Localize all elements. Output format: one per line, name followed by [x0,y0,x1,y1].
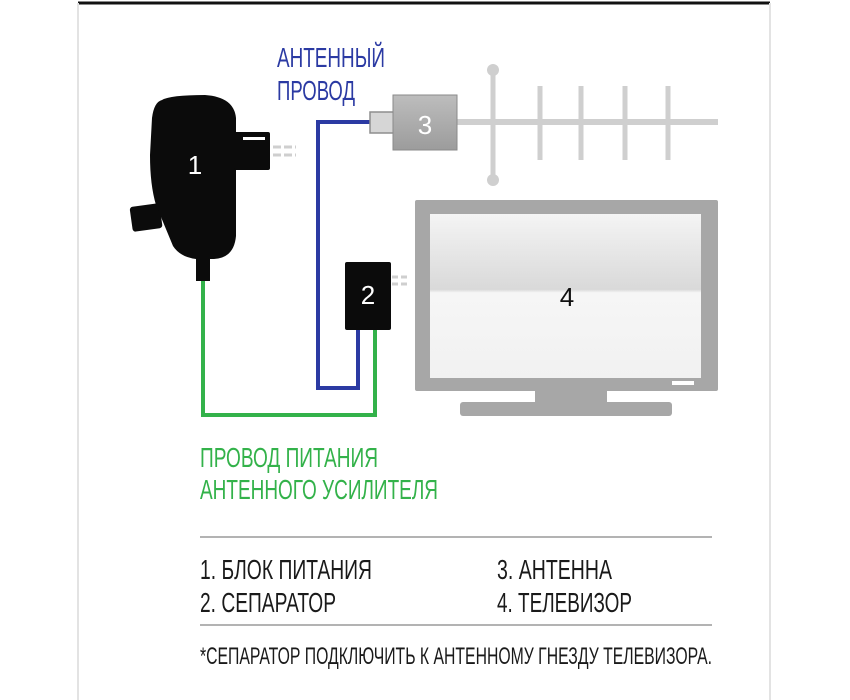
antenna-element-1-cap-top [487,64,499,76]
legend-item-power-supply: 1. БЛОК ПИТАНИЯ [200,554,372,585]
power-supply-plug-slot [243,137,265,140]
antenna-element-1-cap-bottom [487,174,499,186]
legend-item-separator: 2. СЕПАРАТОР [200,587,336,618]
antenna-number: 3 [418,110,432,140]
tv-screen [430,214,701,378]
separator-body [345,262,391,330]
antenna-amplifier-box [392,94,458,151]
tv-stand-neck [535,390,607,403]
antenna-wire [316,120,375,390]
power-supply-plug [234,132,270,170]
antenna: 3 [369,64,718,186]
tv: 4 [392,200,718,416]
separator-number: 2 [361,280,375,310]
power-supply-body [150,95,236,259]
power-supply-number: 1 [188,150,202,180]
power-wire-label-line1: ПРОВОД ПИТАНИЯ [200,442,378,473]
tv-stand-base [460,402,672,416]
footnote: *СЕПАРАТОР ПОДКЛЮЧИТЬ К АНТЕННОМУ ГНЕЗДУ… [200,643,712,670]
antenna-wire-label-line2: ПРОВОД [277,75,355,106]
antenna-connector [369,111,396,134]
legend-item-tv: 4. ТЕЛЕВИЗОР [497,587,632,618]
separator: 2 [345,262,391,330]
tv-indicator [672,381,694,385]
power-supply-knob [129,203,163,232]
tv-number: 4 [560,282,574,312]
power-supply: 1 [129,95,296,281]
power-wire [201,280,377,417]
legend-item-antenna: 3. АНТЕННА [497,554,612,585]
power-wire-label-line2: АНТЕННОГО УСИЛИТЕЛЯ [200,474,438,505]
power-supply-cable-stub [196,254,210,281]
antenna-wire-label-line1: АНТЕННЫЙ [277,42,385,73]
card-frame [77,1,771,700]
